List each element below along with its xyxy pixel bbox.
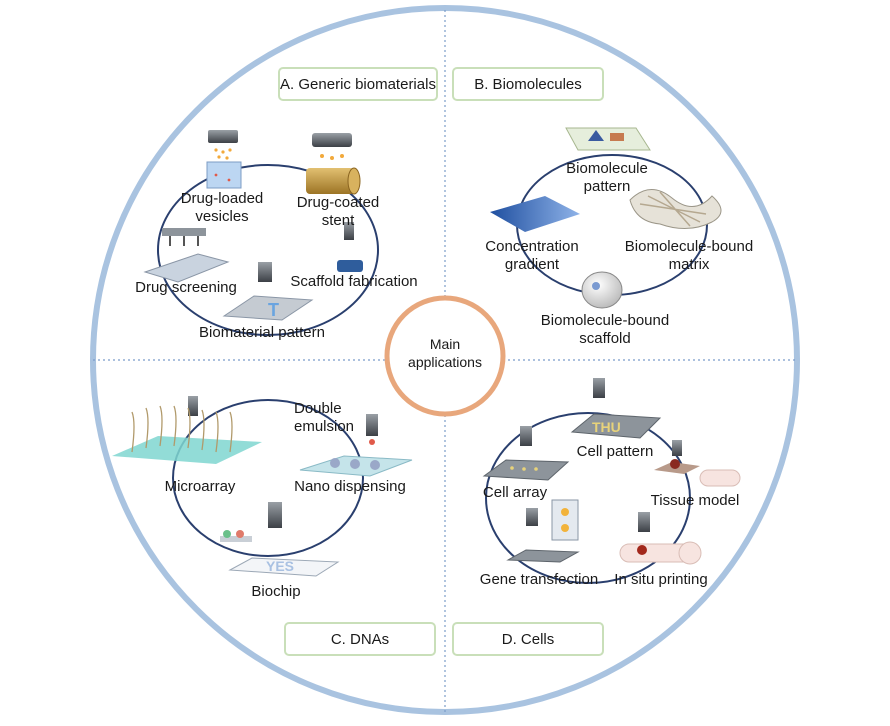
label-biomaterial-pattern: Biomaterial pattern [199,324,325,341]
label-microarray: Microarray [164,478,236,495]
biochip-icon: YES [220,502,340,577]
center-label: Main applications [390,335,500,371]
label-cell-pattern: Cell pattern [576,443,654,460]
quadrant-d-title: D. Cells [452,622,604,656]
concentration-gradient-icon [490,196,580,232]
label-gene-transfection: Gene transfection [479,571,599,588]
svg-text:T: T [268,300,279,320]
cycle-arrow-d [485,412,691,584]
cycle-arrow-c [172,399,364,557]
drug-screening-icon [143,228,230,283]
drug-loaded-vesicles-icon [206,130,242,189]
quadrant-a-title: A. Generic biomaterials [278,67,438,101]
quadrant-b-title: B. Biomolecules [452,67,604,101]
label-biochip: Biochip [251,583,301,600]
label-drug-screening: Drug screening [135,279,237,296]
center-circle [384,295,506,417]
label-tissue-model: Tissue model [650,492,740,509]
center-label-line2: applications [408,354,482,370]
nano-dispensing-icon [299,414,413,477]
tissue-model-icon [654,440,741,487]
biochip-yes-text: YES [266,558,294,574]
label-cell-array: Cell array [482,484,548,501]
in-situ-printing-icon [619,512,702,565]
quadrant-c-title: C. DNAs [284,622,436,656]
gene-transfection-icon [506,499,580,563]
cell-array-icon [482,426,570,481]
label-in-situ-printing: In situ printing [614,571,708,588]
label-scaffold-fabrication: Scaffold fabrication [290,273,418,290]
drug-coated-stent-icon [306,133,361,195]
cell-pattern-icon: THU [570,378,662,439]
cell-pattern-thu-text: THU [592,419,621,435]
biomolecule-bound-matrix-icon [629,189,722,229]
scaffold-fabrication-icon [337,222,363,272]
label-nano-dispensing: Nano dispensing [294,478,406,495]
biomolecule-pattern-icon [565,127,651,151]
cycle-arrow-a [157,164,379,336]
center-label-line1: Main [429,336,461,352]
microarray-icon [112,396,262,464]
biomaterial-pattern-icon: T [222,262,314,321]
biomolecule-bound-scaffold-icon [581,271,623,309]
